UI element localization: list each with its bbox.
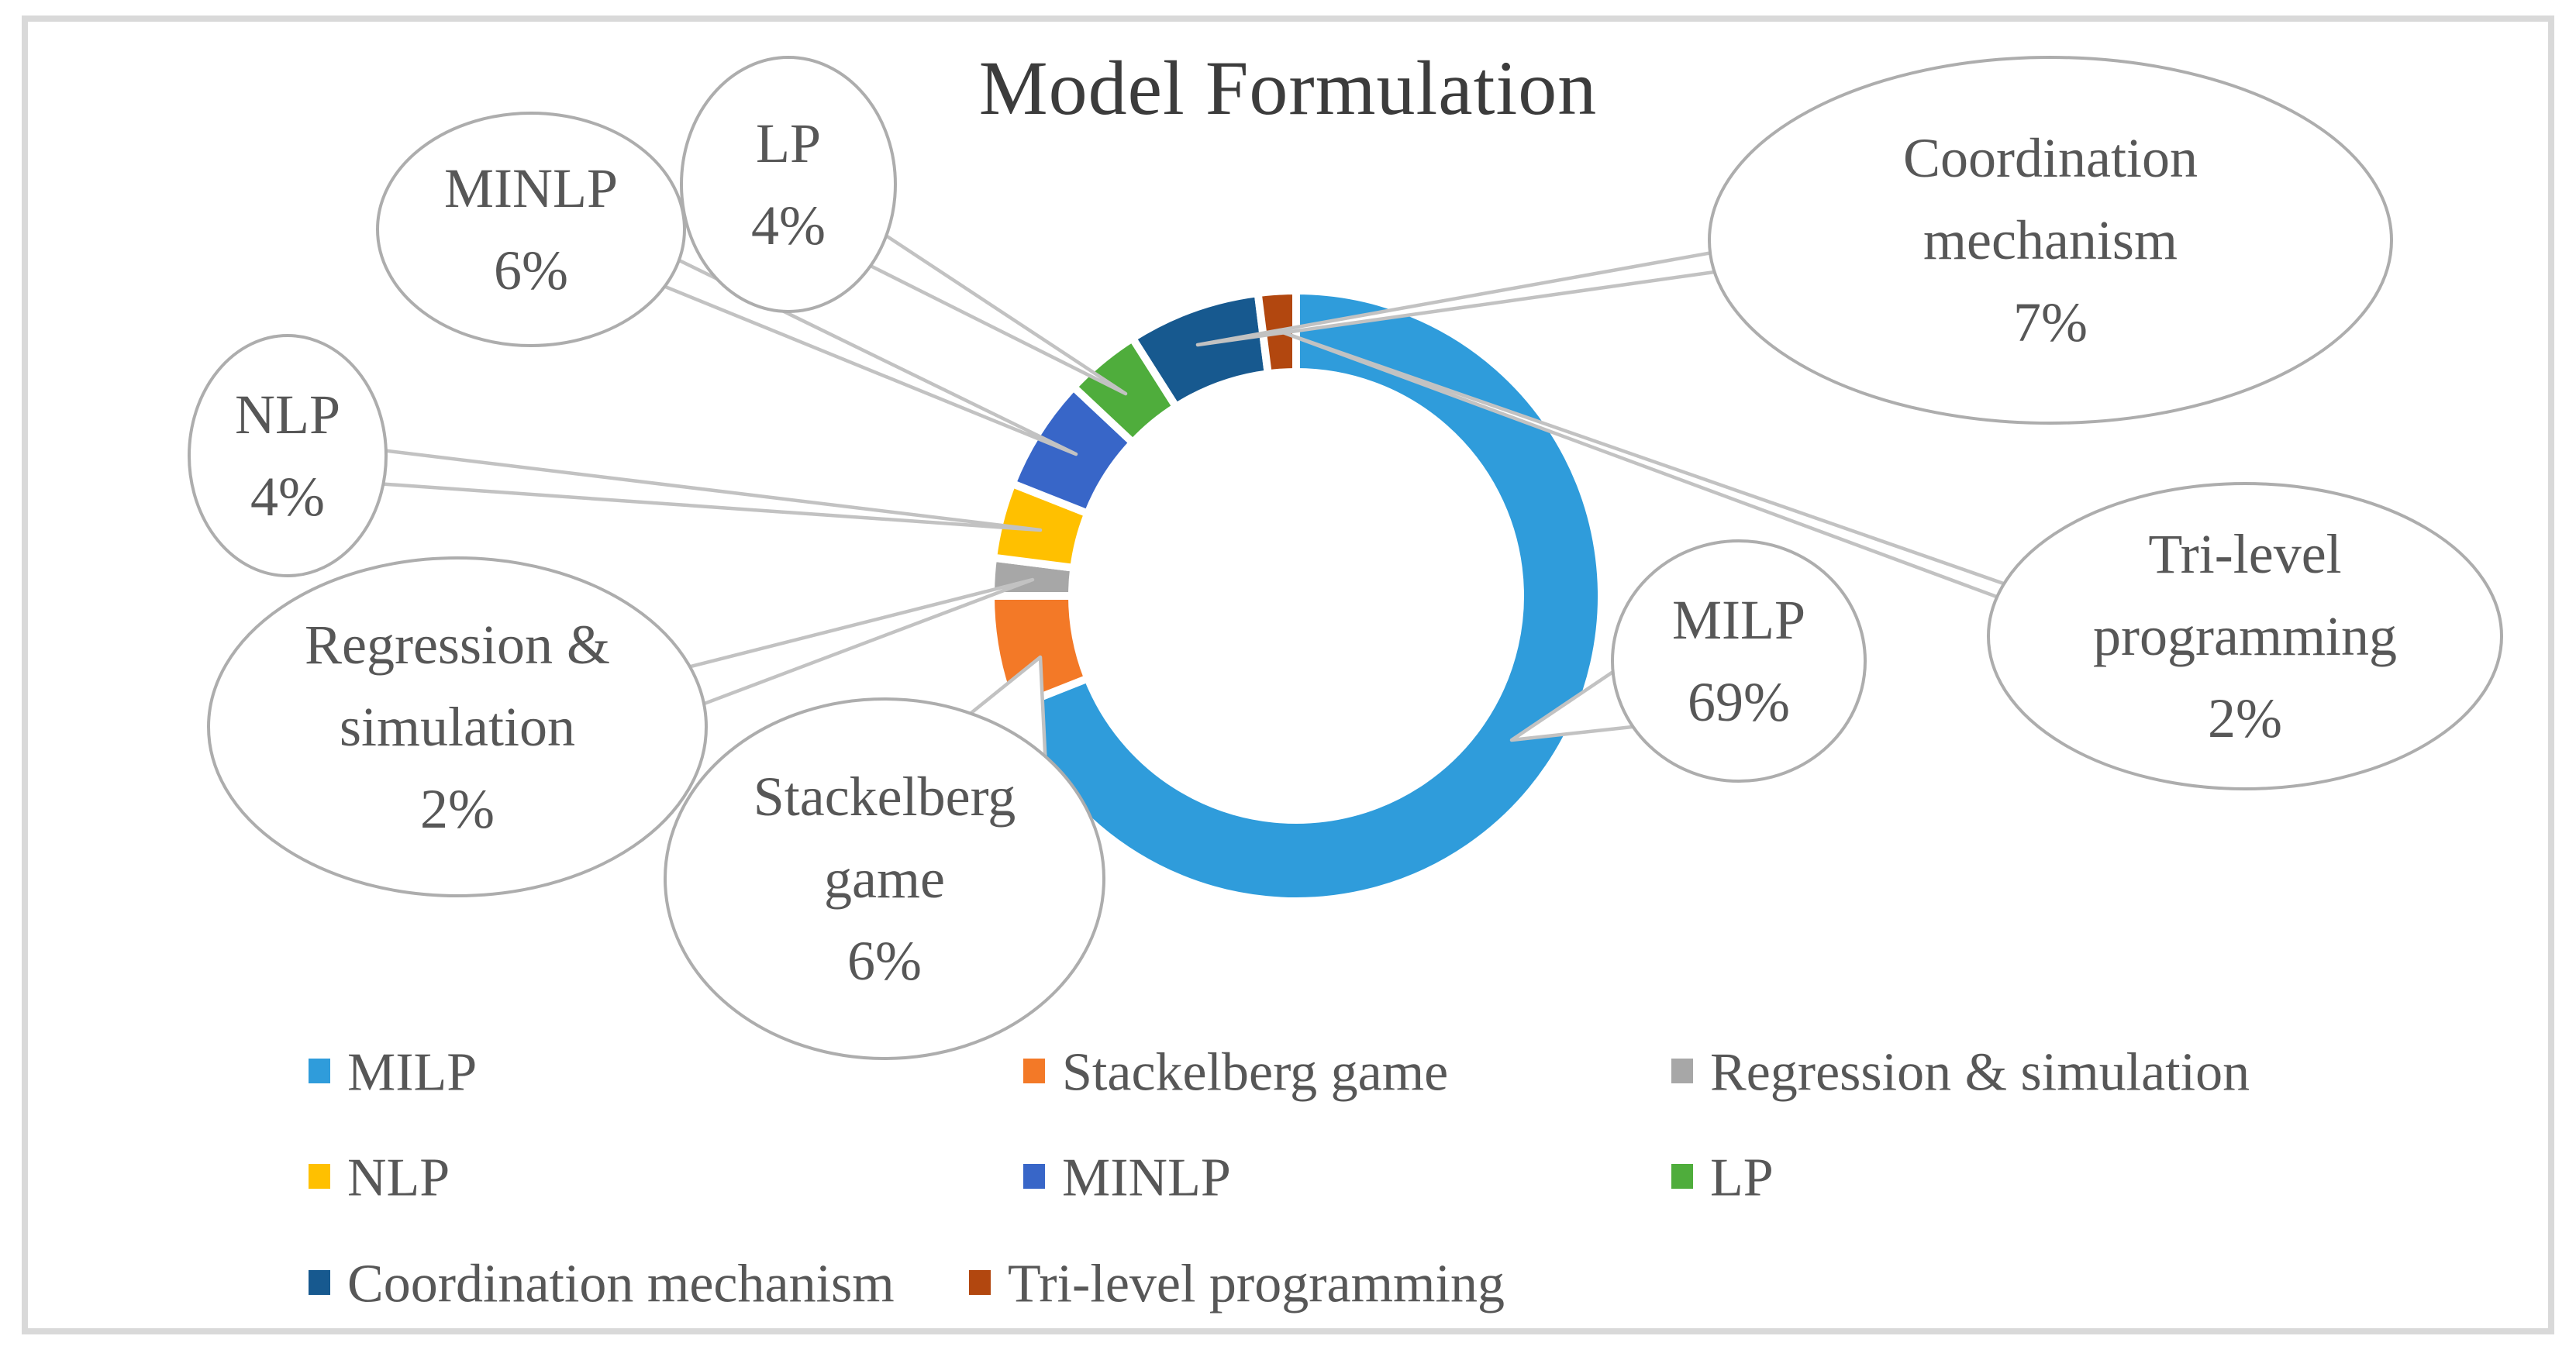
callout-label-stackelberg-game-line2: game (824, 848, 945, 910)
legend-label-tri-level-programming: Tri-level programming (1008, 1255, 1505, 1314)
callout-bubble-regression-simulation (207, 556, 708, 897)
callout-label-regression-simulation-line2: simulation (340, 696, 575, 758)
callout-leader-stackelberg-game (969, 655, 1047, 757)
callout-bubble-nlp (188, 334, 388, 577)
callout-bubble-minlp (376, 112, 686, 347)
callout-label-coordination-mechanism-line2: mechanism (1923, 209, 2178, 271)
legend-swatch-regression-simulation (1671, 1059, 1693, 1083)
callout-leader-milp (1509, 670, 1633, 742)
callout-label-coordination-mechanism-line3: 7% (2013, 291, 2088, 353)
callout-label-lp-line1: LP (756, 112, 821, 174)
legend-swatch-coordination-mechanism (309, 1270, 330, 1295)
callout-label-milp-line2: 69% (1688, 671, 1790, 733)
legend-swatch-nlp (309, 1164, 330, 1189)
legend-swatch-stackelberg-game (1023, 1059, 1045, 1083)
callout-label-nlp-line1: NLP (235, 384, 340, 446)
legend-swatch-minlp (1023, 1164, 1045, 1189)
callout-label-stackelberg-game-line1: Stackelberg (753, 766, 1016, 828)
callout-leader-tri-level-programming (1278, 329, 2005, 599)
legend-label-minlp: MINLP (1062, 1148, 1231, 1208)
legend-label-milp: MILP (347, 1043, 477, 1103)
callout-leader-nlp (383, 449, 1043, 532)
chart-title: Model Formulation (978, 45, 1598, 131)
callout-label-coordination-mechanism-line1: Coordination (1903, 127, 2198, 189)
callout-bubble-milp (1611, 539, 1867, 783)
callout-bubble-lp (680, 56, 897, 313)
callout-bubble-tri-level-programming (1987, 482, 2503, 790)
callout-bubble-coordination-mechanism (1708, 56, 2393, 425)
callout-label-stackelberg-game-line3: 6% (847, 930, 922, 992)
callout-leader-lp (869, 234, 1128, 396)
legend-label-nlp: NLP (347, 1148, 450, 1208)
callout-label-tri-level-programming-line1: Tri-level (2148, 523, 2341, 585)
callout-leader-regression-simulation (689, 577, 1035, 706)
callout-label-regression-simulation-line1: Regression & (305, 614, 610, 676)
legend-label-regression-simulation: Regression & simulation (1710, 1043, 2250, 1103)
callout-label-tri-level-programming-line3: 2% (2208, 687, 2282, 749)
legend-label-coordination-mechanism: Coordination mechanism (347, 1255, 895, 1314)
callout-label-regression-simulation-line3: 2% (420, 778, 495, 840)
callout-label-tri-level-programming-line2: programming (2093, 605, 2397, 667)
callout-bubble-stackelberg-game (664, 697, 1105, 1060)
callout-label-milp-line1: MILP (1672, 589, 1805, 651)
legend-swatch-lp (1671, 1164, 1693, 1189)
callout-label-nlp-line2: 4% (250, 466, 325, 528)
legend-label-lp: LP (1710, 1148, 1774, 1208)
legend-label-stackelberg-game: Stackelberg game (1062, 1043, 1448, 1103)
callout-label-minlp-line2: 6% (494, 239, 568, 301)
callout-leader-coordination-mechanism (1195, 251, 1715, 347)
legend-swatch-tri-level-programming (969, 1270, 991, 1295)
legend-swatch-milp (309, 1059, 330, 1083)
callout-label-lp-line2: 4% (751, 195, 826, 257)
callout-label-minlp-line1: MINLP (444, 157, 618, 219)
